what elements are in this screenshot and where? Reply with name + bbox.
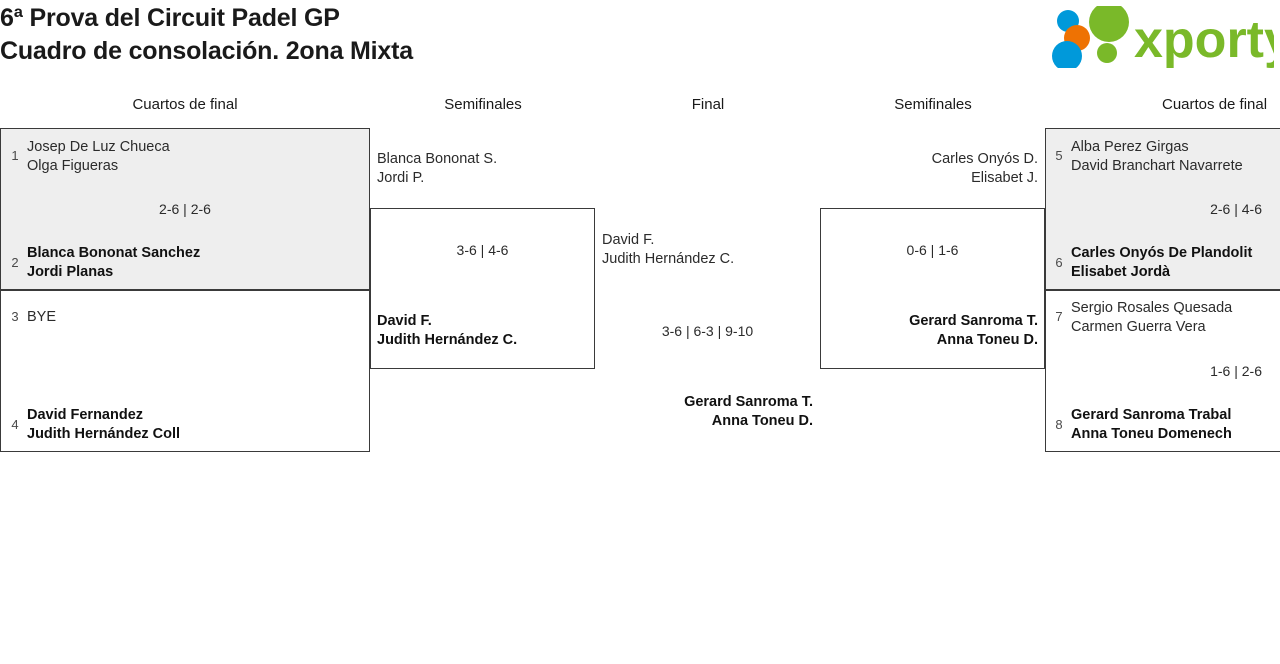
xporty-logo: xporty [1048, 6, 1274, 68]
team-final-top-line2: Judith Hernández C. [602, 251, 735, 267]
seed-left-qf1-bottom: 2 [11, 255, 19, 270]
seed-right-qf1-bottom: 6 [1055, 255, 1063, 270]
team-final-bottom-line1: Gerard Sanroma T. [684, 394, 813, 410]
team-right-qf2-top-line2: Carmen Guerra Vera [1071, 319, 1206, 335]
team-right-sf-top-line1: Carles Onyós D. [931, 151, 1038, 167]
round-header-quarters-right: Cuartos de final [1162, 96, 1268, 113]
seed-right-qf2-top: 7 [1055, 309, 1063, 324]
team-right-qf2-top-line1: Sergio Rosales Quesada [1071, 300, 1233, 316]
team-left-qf2-top-line1: BYE [27, 309, 57, 325]
round-header-semifinals-left: Semifinales [444, 96, 522, 113]
team-right-sf-bottom-line1: Gerard Sanroma T. [909, 313, 1038, 329]
score-final: 3-6 | 6-3 | 9-10 [661, 323, 754, 339]
team-right-qf2-bottom-line1: Gerard Sanroma Trabal [1071, 407, 1232, 423]
round-header-final: Final [691, 96, 725, 113]
round-header-semifinals-right: Semifinales [894, 96, 972, 113]
team-left-qf2-bottom-line1: David Fernandez [27, 407, 144, 423]
team-right-qf1-bottom-line2: Elisabet Jordà [1071, 264, 1171, 280]
match-box-right-semifinal[interactable] [820, 208, 1045, 369]
seed-left-qf2-bottom: 4 [11, 417, 19, 432]
team-left-qf1-bottom-line2: Jordi Planas [27, 264, 114, 280]
team-left-sf-bottom-line1: David F. [377, 313, 432, 329]
team-left-sf-bottom-line2: Judith Hernández C. [377, 332, 518, 348]
team-right-sf-top-line2: Elisabet J. [971, 170, 1038, 186]
score-right-qf1: 2-6 | 4-6 [1210, 201, 1262, 217]
team-left-qf1-top-line1: Josep De Luz Chueca [27, 139, 170, 155]
round-header-quarters-left: Cuartos de final [132, 96, 238, 113]
score-right-sf: 0-6 | 1-6 [906, 242, 959, 258]
score-left-qf1: 2-6 | 2-6 [159, 201, 211, 217]
score-left-sf: 3-6 | 4-6 [456, 242, 509, 258]
match-box-left-qf-2[interactable] [0, 290, 370, 452]
title-line-1: 6ª Prova del Circuit Padel GP [0, 4, 340, 32]
seed-left-qf2-top: 3 [11, 309, 19, 324]
team-final-top-line1: David F. [602, 232, 655, 248]
team-left-qf2-bottom-line2: Judith Hernández Coll [27, 426, 181, 442]
team-right-qf1-top-line2: David Branchart Navarrete [1071, 158, 1243, 174]
page-title: 6ª Prova del Circuit Padel GP Cuadro de … [0, 2, 900, 68]
seed-right-qf1-top: 5 [1055, 148, 1063, 163]
logo-wordmark: xporty [1134, 11, 1274, 68]
logo-dots [1052, 6, 1129, 68]
team-right-qf2-bottom-line2: Anna Toneu Domenech [1071, 426, 1232, 442]
team-left-qf1-bottom-line1: Blanca Bononat Sanchez [27, 245, 201, 261]
team-left-qf1-top-line2: Olga Figueras [27, 158, 119, 174]
seed-right-qf2-bottom: 8 [1055, 417, 1063, 432]
team-left-sf-top-line1: Blanca Bononat S. [377, 151, 498, 167]
match-box-left-semifinal[interactable] [370, 208, 595, 369]
team-right-qf1-top-line1: Alba Perez Girgas [1071, 139, 1189, 155]
team-right-qf1-bottom-line1: Carles Onyós De Plandolit [1071, 245, 1253, 261]
score-right-qf2: 1-6 | 2-6 [1210, 363, 1262, 379]
match-box-right-qf-2[interactable] [1045, 290, 1280, 452]
title-line-2: Cuadro de consolación. 2ona Mixta [0, 37, 413, 65]
match-box-right-qf-1[interactable] [1045, 128, 1280, 290]
team-right-sf-bottom-line2: Anna Toneu D. [936, 332, 1038, 348]
seed-left-qf1-top: 1 [11, 148, 19, 163]
team-left-sf-top-line2: Jordi P. [377, 170, 425, 186]
team-final-bottom-line2: Anna Toneu D. [711, 413, 813, 429]
match-box-left-qf-1[interactable] [0, 128, 370, 290]
